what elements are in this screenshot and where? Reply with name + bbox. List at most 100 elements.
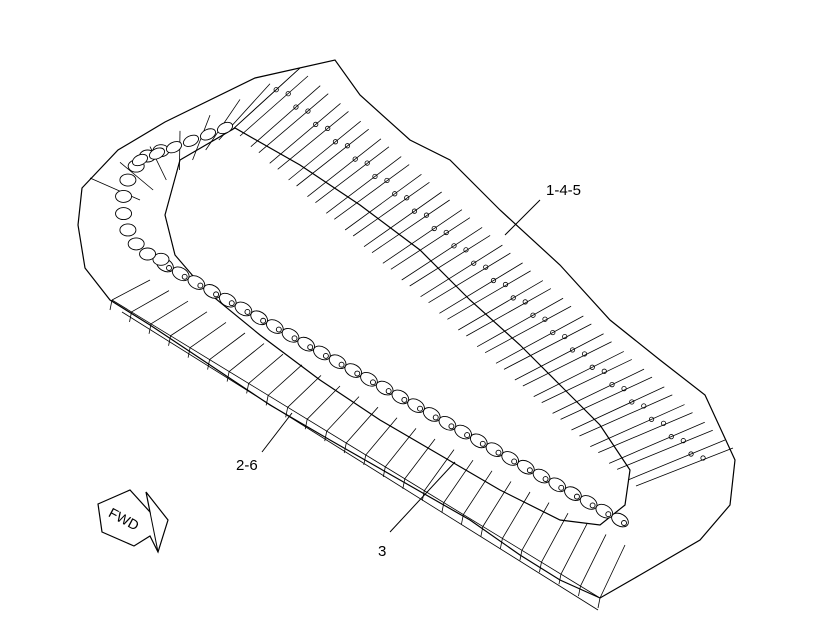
chain-link	[148, 147, 166, 160]
shoe-plate-edge	[382, 209, 463, 264]
grouser-tip	[578, 586, 581, 597]
grouser-tip	[539, 562, 542, 573]
shoe-plate-edge	[514, 333, 604, 381]
upper-track-shoes	[89, 67, 734, 487]
shoe-plate-edge	[150, 300, 189, 325]
grouser-tip	[148, 323, 152, 334]
shoe-plate-edge	[250, 85, 321, 147]
grouser-tip	[285, 407, 289, 418]
shoe-bolt	[431, 225, 437, 232]
link-pin	[526, 467, 533, 474]
shoe-plate-edge	[571, 386, 665, 431]
link-pin	[275, 326, 282, 333]
link-pin	[558, 484, 565, 491]
callout-label-1-4-5: 1-4-5	[546, 182, 581, 199]
shoe-bolt	[502, 281, 509, 288]
lower-shoe-grouser-edge	[121, 311, 599, 611]
callout-label-2-6: 2-6	[236, 457, 258, 474]
grouser-tip	[460, 514, 464, 525]
callout-leader-1-4-5	[504, 199, 541, 236]
shoe-plate-edge	[541, 513, 569, 563]
shoe-plate-edge	[495, 315, 584, 364]
shoe-bolt	[451, 243, 457, 249]
shoe-bolt	[522, 299, 528, 305]
shoe-grouser	[503, 323, 592, 370]
shoe-plate-edge	[111, 279, 151, 301]
chain-link	[119, 223, 137, 237]
shoe-plate-edge	[458, 280, 544, 331]
shoe-plate-edge	[228, 343, 265, 372]
shoe-plate-edge	[463, 470, 493, 515]
chain-link	[139, 247, 157, 261]
shoe-grouser	[522, 341, 612, 387]
link-pin	[432, 414, 439, 421]
shoe-plate-edge	[345, 406, 379, 444]
shoe-plate-edge	[365, 417, 398, 456]
shoe-plate-edge	[248, 353, 284, 384]
shoe-grouser	[409, 235, 491, 287]
shoe-plate-edge	[170, 311, 208, 337]
link-pin	[495, 449, 502, 456]
shoe-grouser	[466, 288, 552, 337]
shoe-plate-edge	[502, 491, 531, 539]
shoe-grouser	[258, 93, 329, 153]
track-outline	[77, 59, 736, 599]
grouser-tip	[304, 419, 308, 430]
shoe-plate-edge	[326, 156, 402, 214]
grouser-tip	[558, 574, 562, 585]
shoe-plate-edge	[267, 364, 303, 396]
shoe-plate-edge	[288, 120, 361, 181]
shoe-bolt	[530, 312, 536, 318]
shoe-grouser	[541, 359, 632, 404]
link-pin	[479, 440, 486, 447]
link-pin	[605, 511, 612, 518]
link-pin	[417, 405, 423, 412]
shoe-bolt	[463, 247, 469, 253]
link-pin	[370, 379, 376, 386]
shoe-bolt	[471, 260, 477, 266]
shoe-grouser	[484, 305, 572, 354]
shoe-bolt	[313, 121, 319, 127]
link-pin	[244, 309, 251, 315]
chain-link	[182, 134, 200, 147]
grouser-tip	[480, 526, 484, 537]
link-pin	[354, 370, 361, 377]
shoe-plate-edge	[404, 438, 436, 480]
shoe-bolt	[621, 386, 627, 392]
shoe-bolt	[411, 208, 418, 214]
shoe-plate-edge	[231, 67, 301, 131]
shoe-bolt	[510, 295, 516, 301]
shoe-bolt	[293, 104, 299, 110]
shoe-grouser	[352, 181, 430, 237]
track-chain-links	[115, 121, 629, 528]
shoe-plate-edge	[476, 297, 564, 348]
shoe-bolt	[550, 329, 556, 336]
shoe-grouser	[428, 252, 511, 304]
shoe-plate-edge	[119, 161, 154, 191]
link-pin	[307, 344, 314, 351]
shoe-plate-edge	[423, 449, 455, 491]
shoe-bolt	[641, 403, 647, 409]
callout-leader-3	[389, 461, 456, 533]
grouser-tip	[265, 395, 269, 406]
link-pin	[291, 335, 298, 342]
shoe-bolt	[344, 143, 351, 149]
shoe-plate-edge	[443, 459, 474, 503]
shoe-grouser	[371, 199, 450, 253]
shoe-grouser	[598, 412, 693, 454]
shoe-bolt	[581, 351, 588, 357]
grouser-tip	[441, 502, 445, 513]
link-pin	[181, 273, 188, 280]
shoe-bolt	[542, 316, 548, 322]
shoe-grouser	[579, 394, 673, 437]
shoe-plate-edge	[608, 421, 705, 464]
link-pin	[228, 300, 235, 307]
shoe-bolt	[680, 438, 686, 444]
shoe-plate-edge	[560, 523, 588, 575]
grouser-tip	[500, 538, 503, 549]
shoe-plate-edge	[363, 191, 442, 247]
shoe-bolt	[609, 382, 615, 388]
shoe-plate-edge	[384, 428, 417, 468]
shoe-bolt	[629, 399, 635, 405]
shoe-grouser	[334, 164, 410, 220]
